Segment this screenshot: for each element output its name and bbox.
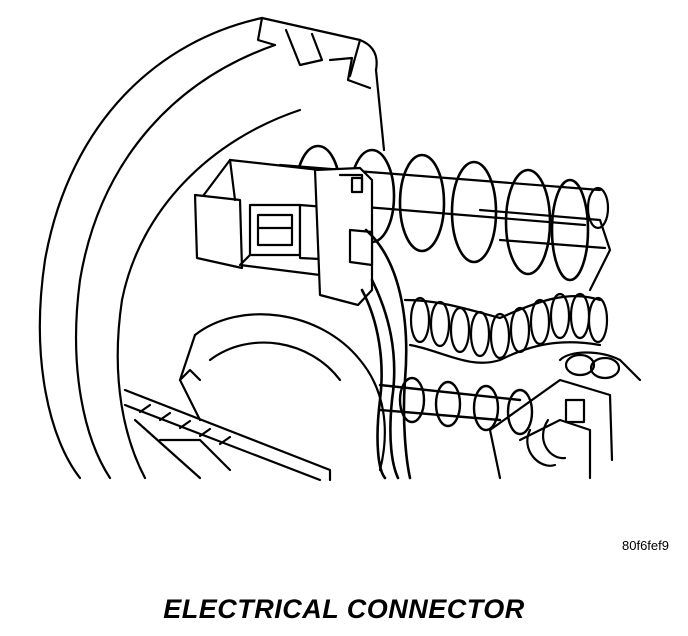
harness-ribs — [411, 294, 607, 358]
housing-flange — [40, 18, 384, 478]
connector-wires — [362, 230, 410, 478]
connector-illustration — [0, 0, 688, 520]
sender-body — [180, 314, 385, 470]
corrugated-harness — [405, 294, 640, 380]
reference-code: 80f6fef9 — [622, 538, 669, 553]
harness-clip — [490, 380, 612, 478]
float-bracket — [125, 370, 330, 480]
diagram-caption: ELECTRICAL CONNECTOR — [163, 594, 525, 624]
electrical-connector — [195, 160, 372, 305]
